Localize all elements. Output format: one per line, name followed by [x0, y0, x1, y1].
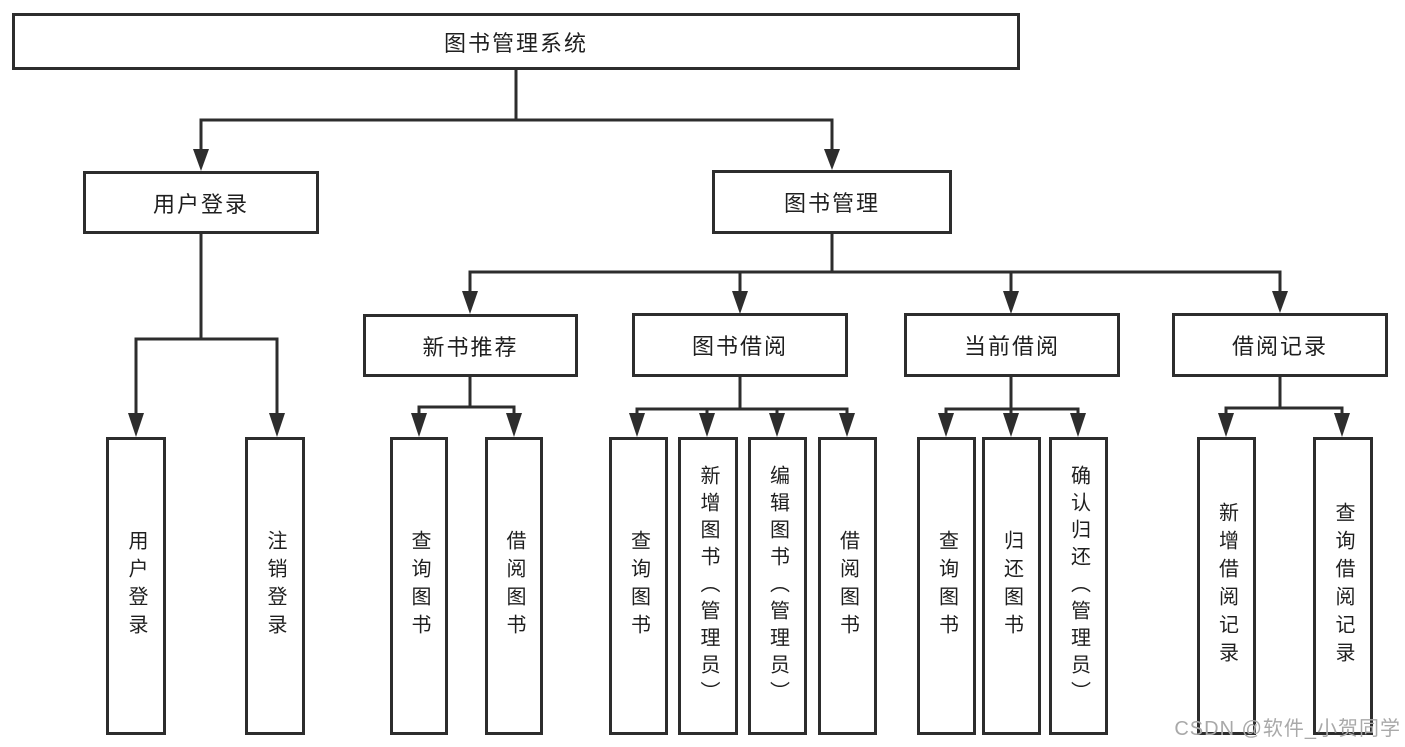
- node-user-login-leaf-label: 用户登录: [125, 530, 147, 642]
- node-return-book: 归还图书: [982, 437, 1041, 735]
- node-borrow-records-label: 借阅记录: [1231, 334, 1328, 359]
- node-query-borrow-record: 查询借阅记录: [1313, 437, 1373, 735]
- csdn-watermark: CSDN @软件_小贺同学: [1174, 718, 1401, 740]
- node-add-borrow-record-label: 新增借阅记录: [1215, 502, 1238, 670]
- node-edit-book-admin: 编辑图书（管理员）: [748, 437, 807, 735]
- node-new-book-recommend-label: 新书推荐: [422, 334, 519, 360]
- node-query-borrow-record-label: 查询借阅记录: [1332, 502, 1354, 670]
- node-new-book-recommend: 新书推荐: [363, 314, 578, 377]
- node-add-book-admin-label: 新增图书（管理员）: [697, 464, 719, 708]
- node-user-login-leaf: 用户登录: [106, 437, 166, 735]
- arrowhead-icons: [128, 149, 1350, 437]
- node-logout-label: 注销登录: [264, 530, 286, 642]
- node-book-management: 图书管理: [712, 170, 952, 234]
- node-book-management-label: 图书管理: [783, 191, 880, 216]
- node-book-borrow-label: 图书借阅: [691, 334, 788, 359]
- node-query-books-borrow-label: 查询图书: [627, 530, 650, 642]
- node-current-borrow: 当前借阅: [904, 313, 1120, 377]
- node-add-borrow-record: 新增借阅记录: [1197, 437, 1256, 735]
- node-confirm-return-admin-label: 确认归还（管理员）: [1067, 464, 1090, 708]
- node-return-book-label: 归还图书: [1000, 530, 1023, 642]
- node-query-books-recommend-label: 查询图书: [408, 530, 430, 642]
- node-query-books-borrow: 查询图书: [609, 437, 668, 735]
- node-borrow-books-recommend: 借阅图书: [485, 437, 543, 735]
- node-borrow-books-leaf: 借阅图书: [818, 437, 877, 735]
- node-add-book-admin: 新增图书（管理员）: [678, 437, 738, 735]
- node-borrow-books-leaf-label: 借阅图书: [836, 530, 859, 642]
- node-user-login-label: 用户登录: [152, 191, 249, 217]
- node-logout: 注销登录: [245, 437, 305, 735]
- node-book-borrow: 图书借阅: [632, 313, 848, 377]
- node-user-login: 用户登录: [83, 171, 319, 234]
- node-query-books-current-label: 查询图书: [935, 530, 958, 642]
- node-library-system: 图书管理系统: [12, 13, 1020, 70]
- node-borrow-books-recommend-label: 借阅图书: [503, 530, 525, 642]
- node-borrow-records: 借阅记录: [1172, 313, 1388, 377]
- node-library-system-label: 图书管理系统: [443, 30, 588, 56]
- node-confirm-return-admin: 确认归还（管理员）: [1049, 437, 1108, 735]
- node-edit-book-admin-label: 编辑图书（管理员）: [766, 464, 789, 708]
- node-query-books-current: 查询图书: [917, 437, 976, 735]
- node-query-books-recommend: 查询图书: [390, 437, 448, 735]
- node-current-borrow-label: 当前借阅: [963, 334, 1060, 359]
